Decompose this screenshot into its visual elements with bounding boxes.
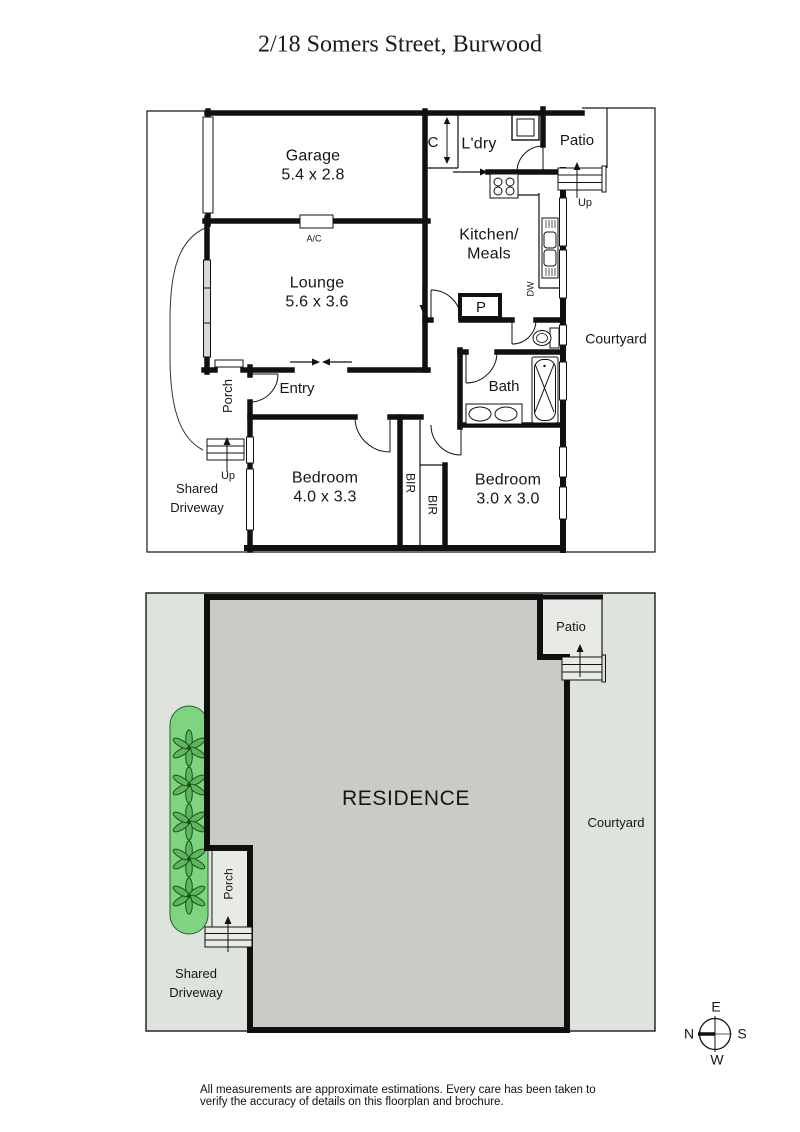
fixtures (169, 114, 607, 472)
bir-outline (419, 420, 445, 546)
bedroom1-dims: 4.0 x 3.3 (293, 488, 357, 506)
kitchen-window (559, 249, 567, 299)
site-shared-driveway-line2: Driveway (169, 985, 223, 1001)
residence-label: RESIDENCE (342, 786, 470, 810)
bathtub-icon (531, 356, 559, 424)
up-arrow-icon (576, 644, 584, 652)
porch-window (214, 359, 244, 368)
kitchen-label-line1: Kitchen/ (459, 226, 519, 244)
garage-dims: 5.4 x 2.8 (281, 166, 345, 184)
vanity-icon (465, 403, 523, 425)
wc-door (511, 319, 537, 345)
bath-window (559, 361, 567, 401)
entry-label: Entry (279, 380, 315, 398)
door-swings (249, 145, 544, 456)
up-label: Up (220, 470, 236, 483)
kitchen-window (559, 197, 567, 247)
windows (202, 116, 567, 531)
opening-arrows-icon (290, 358, 352, 366)
up-arrow-icon (224, 916, 232, 924)
shared-driveway-label-line2: Driveway (170, 500, 224, 516)
up-arrow-icon (573, 162, 581, 170)
bir-label: BIR (403, 472, 418, 494)
lounge-window (203, 259, 211, 358)
site-patio-steps-icon (561, 644, 606, 683)
garage-door (202, 116, 214, 214)
site-porch-label: Porch (221, 868, 236, 900)
front-door (249, 373, 279, 403)
kitchen-door (430, 289, 462, 321)
lounge-dims: 5.6 x 3.6 (285, 293, 349, 311)
bedroom1-window (246, 436, 254, 464)
sink-icon (541, 217, 559, 279)
bedroom2-window (559, 446, 567, 478)
wc-window (559, 324, 567, 346)
laundry-door (516, 145, 544, 173)
driveway-curve (169, 227, 206, 451)
lounge-label: Lounge (289, 274, 345, 292)
patio-steps-icon (557, 162, 607, 198)
cupboard-label: C (427, 134, 439, 152)
floorplan-drawing (146, 106, 656, 553)
compass-west: W (710, 1051, 724, 1068)
bedroom2-door (430, 424, 462, 456)
bedroom1-window (246, 468, 254, 531)
site-porch-steps-icon (204, 916, 253, 952)
bedroom1-door (354, 416, 391, 453)
pantry-label: P (475, 299, 487, 317)
up-label: Up (577, 197, 593, 210)
bath-door (465, 351, 498, 384)
laundry-label: L'dry (461, 135, 497, 153)
ac-label: A/C (306, 233, 322, 244)
residence-outline (204, 594, 570, 1033)
bedroom2-dims: 3.0 x 3.0 (476, 490, 540, 508)
shared-driveway-label-line1: Shared (176, 481, 218, 497)
bedroom2-label: Bedroom (474, 471, 542, 489)
pantry-box (458, 293, 502, 320)
compass-north: N (683, 1025, 695, 1042)
patio-label: Patio (559, 132, 595, 150)
site-patio-label: Patio (556, 619, 586, 635)
compass-east: E (711, 998, 721, 1015)
step-down-arrow-icon (419, 284, 427, 313)
porch-steps-icon (206, 437, 245, 472)
passage-arrow-icon (453, 168, 488, 176)
lot-boundary (146, 107, 656, 553)
page-title: 2/18 Somers Street, Burwood (258, 31, 542, 58)
porch-label: Porch (220, 379, 236, 413)
ac-unit (299, 214, 334, 229)
toilet-icon (532, 327, 560, 349)
garage-label: Garage (285, 147, 341, 165)
site-courtyard-label: Courtyard (587, 815, 645, 831)
site-plan-drawing (145, 592, 656, 1033)
bedroom2-window (559, 486, 567, 520)
up-arrow-icon (223, 437, 231, 445)
bedroom1-label: Bedroom (291, 469, 359, 487)
courtyard-label: Courtyard (585, 330, 647, 347)
bir-label: BIR (425, 494, 440, 516)
dishwasher-label: DW (525, 281, 536, 297)
bath-label: Bath (488, 378, 520, 396)
kitchen-label-line2: Meals (467, 245, 511, 263)
site-shared-driveway-line1: Shared (175, 966, 217, 982)
stove-icon (489, 173, 519, 199)
compass-icon (698, 1016, 732, 1052)
compass-south: S (737, 1025, 747, 1042)
cupboard-outline (427, 113, 459, 169)
cupboard-depth-arrow (443, 117, 451, 164)
washer-icon (511, 114, 540, 141)
disclaimer-text: All measurements are approximate estimat… (200, 1084, 596, 1108)
